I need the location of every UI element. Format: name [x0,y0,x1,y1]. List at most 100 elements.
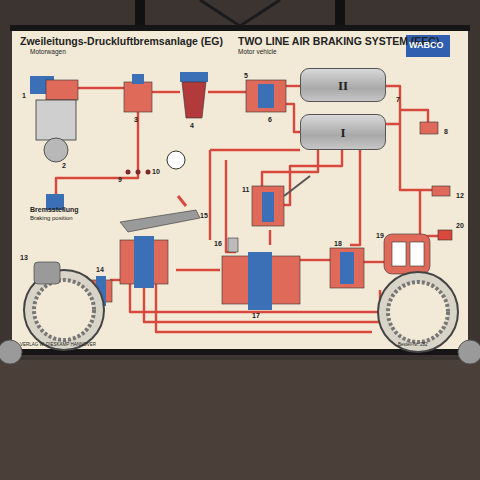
air-dryer [180,72,208,118]
bottom-rod [10,349,470,355]
pipe [144,248,396,322]
valve-core [258,84,274,108]
tank-label: I [340,126,345,139]
compressor-valve [46,80,78,100]
callout-number: 15 [200,212,208,219]
valve-body [330,248,364,288]
callout-number: 10 [152,168,160,175]
callout-number: 11 [242,186,249,193]
callout-number: 6 [268,116,272,123]
valve-core [134,236,154,288]
chamber-spring [392,242,406,266]
callout-number: 1 [22,92,26,99]
compressor [30,76,78,162]
poster-sheet [12,28,468,352]
floor-board [0,360,480,480]
callout-number: 8 [444,128,448,135]
callout-number: 17 [252,312,260,319]
dryer-head [180,72,208,82]
rod-end-cap [458,340,480,364]
warning-lamp [136,170,141,175]
callout-number: 19 [376,232,384,239]
air-tank: I [300,114,386,150]
brake-drum [378,272,458,352]
valve-body [246,80,286,112]
callout-number: 9 [118,176,122,183]
valve-body [252,186,284,226]
pipe [386,86,400,124]
valve-core [340,252,354,284]
rod-end-cap [0,340,22,364]
brake-pedal [120,210,200,232]
label-text: WABCO [409,41,444,50]
pipe [286,85,300,87]
valve-core [248,252,272,310]
callout-number: 7 [396,96,400,103]
pipe [420,190,440,236]
pipe [176,269,220,271]
callout-number: 5 [244,72,248,79]
protection-valve [246,80,286,112]
hand-lever [284,176,310,196]
pipe [78,87,126,89]
chamber-spring [410,242,424,266]
right-wheel-brake [378,272,458,352]
valve-body [124,82,152,112]
brake-lining [34,280,94,340]
valve-core [262,192,274,222]
compressor-cylinder [36,100,76,140]
hanging-cord [200,0,280,26]
brake-pedal-valve [120,196,200,288]
warning-lamp [126,170,131,175]
trailer-control-valve [330,248,364,288]
callout-number: 2 [62,162,66,169]
air-tank: II [300,68,386,102]
callout-number: 4 [190,122,194,129]
pressure-gauge [167,151,185,169]
label-text: Motor vehicle [238,49,277,56]
label-text: VERLAG W. DIESKAMP HANNOVER [20,343,96,348]
top-rod [10,25,470,31]
stand-leg [140,0,340,26]
valve-cap [132,74,144,84]
gauge-group [126,151,186,175]
coupling-head [438,230,452,240]
dryer-bowl [182,82,206,118]
callout-number: 14 [96,266,104,273]
pipe [150,91,180,93]
pipe [364,261,384,263]
valve-body [420,122,438,134]
callout-number: 13 [20,254,28,261]
spring-brake-chamber [384,234,430,274]
poster-title: Zweileitungs-Druckluftbremsanlage (EG) [20,36,223,47]
hand-brake-valve [252,176,310,226]
small-valve [228,238,238,252]
relay-valve [222,238,300,310]
callout-number: 12 [456,192,464,199]
pipe [286,104,300,132]
warning-lamp [146,170,151,175]
pedal-arrow [178,196,186,206]
label-text: Bremsstellung [30,206,79,213]
label-text: Bestell-Nr. 282 [398,343,428,348]
label-text: Motorwagen [30,49,66,56]
crank [44,138,68,162]
pipe [280,150,342,205]
brake-lining [388,282,448,342]
pipe [350,150,360,245]
tank-label: II [338,79,348,92]
chamber-body [384,234,430,274]
callout-number: 18 [334,240,342,247]
callout-number: 3 [134,116,138,123]
pressure-regulator [124,74,152,112]
label-text: Braking position [30,215,73,221]
brake-chamber [34,262,60,284]
callout-number: 20 [456,222,464,229]
pipe [300,259,330,261]
callout-number: 16 [214,240,222,247]
relief-valve [420,122,452,240]
